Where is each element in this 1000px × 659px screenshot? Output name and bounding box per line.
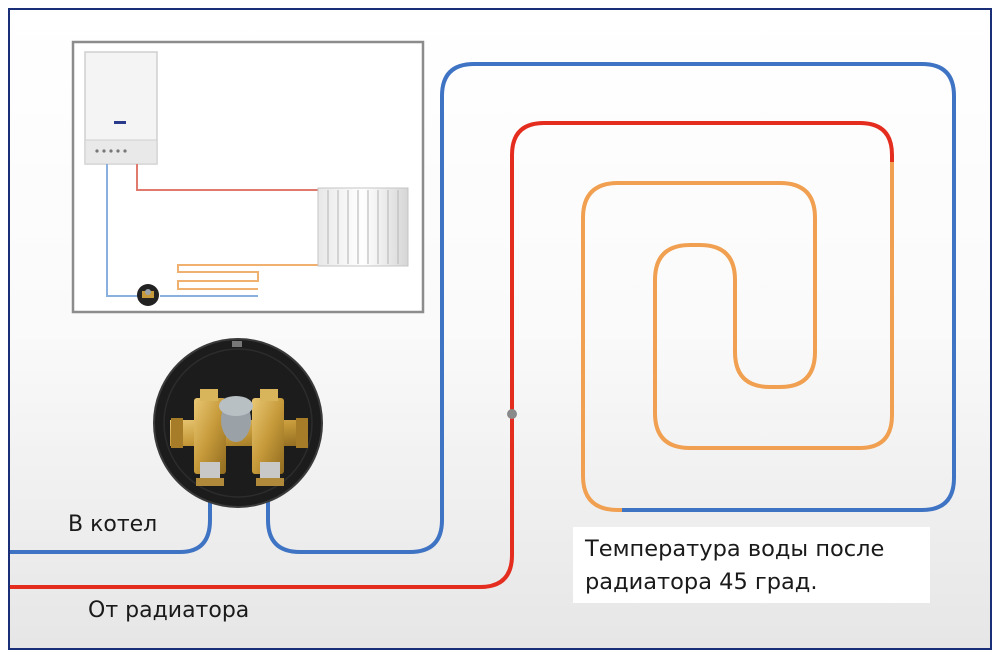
radiator-icon (317, 187, 409, 267)
system-inset (71, 40, 425, 314)
temperature-note-line-1: Температура воды после (585, 536, 885, 562)
underfloor-heating-loop (581, 162, 894, 512)
inset-supply-pipe (136, 164, 318, 191)
pump-icon (137, 284, 159, 306)
blue-return-pipe-right (266, 62, 956, 554)
label-to-boiler: В котел (68, 512, 158, 537)
thermostatic-mixing-unit-icon (153, 338, 323, 508)
temperature-note-line-2: радиатора 45 град. (585, 569, 818, 595)
inset-floor-loop (177, 264, 318, 290)
blue-pipe-to-boiler (10, 488, 212, 554)
wall-boiler-icon (84, 51, 158, 165)
red-supply-pipe (10, 121, 894, 589)
outer-frame (8, 8, 992, 650)
pipe-junction-marker (507, 409, 517, 419)
inset-return-pipe (106, 164, 140, 297)
temperature-note: Температура воды после радиатора 45 град… (573, 527, 930, 603)
label-from-radiator: От радиатора (88, 598, 250, 623)
